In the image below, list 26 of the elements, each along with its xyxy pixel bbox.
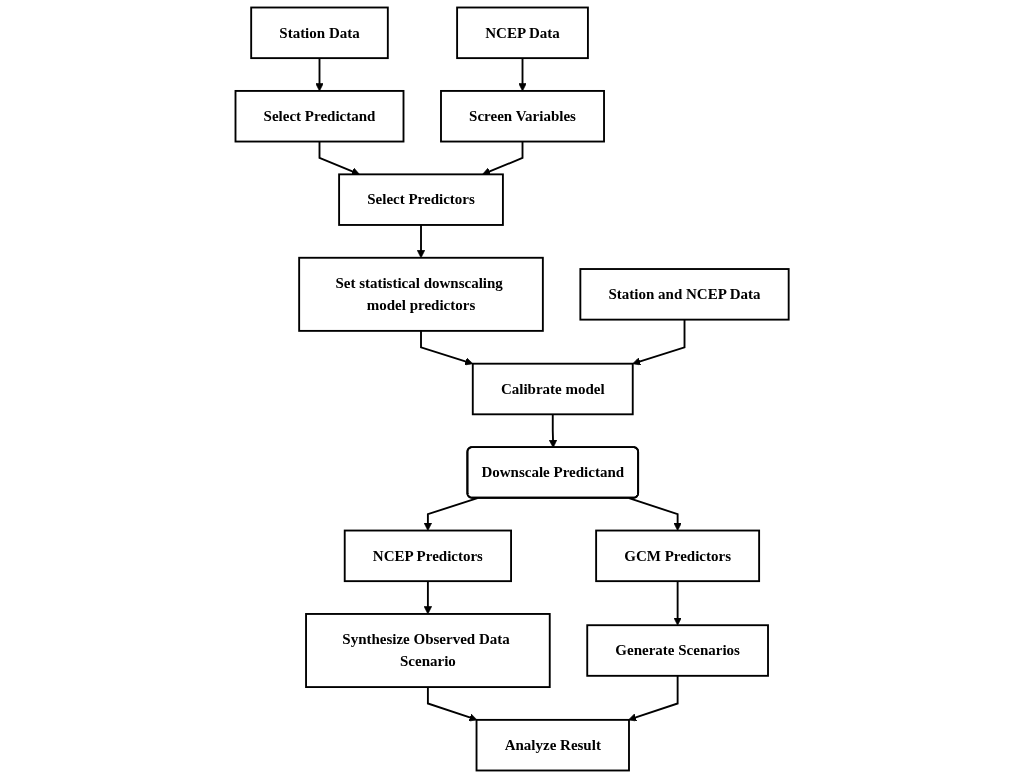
node-box: Station Data bbox=[250, 6, 390, 60]
arrow bbox=[427, 686, 478, 722]
arrow bbox=[315, 57, 325, 92]
arrow bbox=[628, 674, 679, 722]
node-box: Set statistical downscaling model predictors bbox=[298, 256, 545, 332]
arrow bbox=[673, 580, 683, 626]
arrow bbox=[632, 318, 686, 366]
node-box: Screen Variables bbox=[440, 90, 606, 143]
node-box: Calibrate model bbox=[472, 362, 635, 416]
node-box: Generate Scenarios bbox=[586, 624, 770, 677]
arrow bbox=[420, 329, 474, 366]
node-box: Analyze Result bbox=[476, 718, 631, 772]
arrow bbox=[549, 413, 558, 448]
node-box: NCEP Predictors bbox=[344, 529, 513, 583]
node-box: Station and NCEP Data bbox=[579, 268, 790, 321]
arrow bbox=[417, 224, 426, 259]
arrow bbox=[482, 140, 524, 176]
arrow bbox=[628, 497, 683, 531]
node-box: NCEP Data bbox=[456, 6, 590, 60]
arrow bbox=[518, 57, 528, 92]
arrow bbox=[424, 497, 479, 531]
node-box: Select Predictand bbox=[234, 90, 405, 143]
node-box: Synthesize Observed Data Scenario bbox=[305, 613, 552, 688]
node-box: GCM Predictors bbox=[595, 529, 761, 583]
arrow bbox=[424, 580, 433, 615]
node-box: Select Predictors bbox=[338, 173, 505, 226]
